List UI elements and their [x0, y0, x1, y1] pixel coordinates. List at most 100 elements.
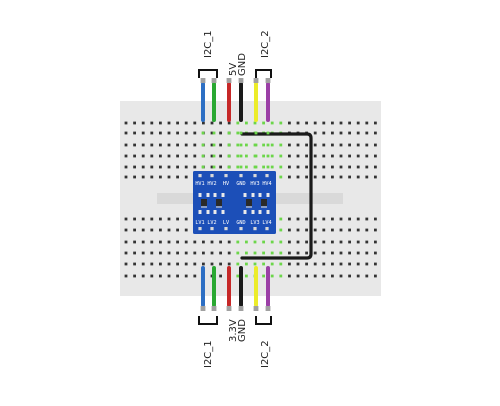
- hole: [141, 228, 145, 232]
- smd-part: [221, 193, 225, 197]
- hole: [219, 121, 222, 125]
- hole: [133, 251, 136, 255]
- active-hole: [279, 217, 283, 221]
- hole: [124, 240, 128, 244]
- hole: [141, 154, 145, 158]
- top-label-gnd: GND: [237, 53, 248, 76]
- chip-leg: [265, 206, 267, 208]
- hole: [288, 165, 291, 169]
- active-hole: [239, 154, 243, 158]
- hole: [210, 121, 214, 125]
- hole: [365, 154, 369, 158]
- lv-pin-label: GND: [236, 220, 245, 226]
- chip-leg: [248, 206, 250, 208]
- bottom-label-gnd: GND: [237, 319, 248, 342]
- active-hole: [279, 165, 283, 169]
- hole: [124, 131, 128, 135]
- smd-part: [243, 210, 247, 214]
- hv-pin-label: GND: [236, 181, 245, 187]
- hole: [356, 154, 360, 158]
- hole: [210, 131, 214, 135]
- hole: [348, 143, 351, 147]
- hole: [356, 262, 360, 266]
- hole: [322, 175, 326, 179]
- hole: [193, 251, 197, 255]
- hole: [374, 154, 377, 158]
- hole: [210, 165, 214, 169]
- hole: [339, 121, 343, 125]
- hole: [296, 251, 300, 255]
- active-hole: [279, 274, 283, 278]
- header-pin: [224, 174, 228, 178]
- hole: [331, 228, 334, 232]
- active-hole: [270, 165, 274, 169]
- hole: [313, 217, 317, 221]
- active-hole: [262, 240, 265, 244]
- hole: [227, 121, 231, 125]
- active-hole: [239, 131, 243, 135]
- hole: [288, 240, 291, 244]
- mosfet-chip: [261, 199, 267, 206]
- chip-leg: [218, 206, 220, 208]
- top-label-5v: 5V: [228, 63, 239, 76]
- hole: [184, 228, 188, 232]
- active-hole: [227, 165, 231, 169]
- header-pin: [253, 174, 257, 178]
- bottom-i2c2-bracket: [255, 316, 272, 325]
- hole: [356, 131, 360, 135]
- hole: [184, 175, 188, 179]
- hole: [339, 274, 343, 278]
- hole: [356, 217, 360, 221]
- hole: [305, 154, 308, 158]
- hole: [356, 121, 360, 125]
- hole: [150, 262, 154, 266]
- smd-part: [258, 193, 262, 197]
- hole: [322, 228, 326, 232]
- hole: [176, 251, 179, 255]
- active-hole: [253, 262, 257, 266]
- hole: [374, 143, 377, 147]
- hole: [133, 175, 136, 179]
- hole: [184, 262, 188, 266]
- active-hole: [245, 240, 248, 244]
- active-hole: [270, 251, 274, 255]
- lv-pin-label: LV4: [262, 220, 271, 226]
- active-hole: [201, 154, 205, 158]
- hole: [374, 274, 377, 278]
- hole: [210, 143, 214, 147]
- wire-tip: [238, 78, 244, 83]
- hole: [296, 143, 300, 147]
- hole: [288, 251, 291, 255]
- hole: [313, 228, 317, 232]
- hole: [159, 274, 162, 278]
- hole: [176, 131, 179, 135]
- active-hole: [266, 131, 270, 135]
- hole: [124, 251, 128, 255]
- hole: [150, 217, 154, 221]
- active-hole: [270, 240, 274, 244]
- hole: [184, 121, 188, 125]
- hole: [133, 121, 136, 125]
- hole: [374, 251, 377, 255]
- hole: [167, 121, 171, 125]
- active-hole: [254, 154, 258, 158]
- hole: [339, 228, 343, 232]
- bottom-label-3v3: 3.3V: [228, 319, 239, 342]
- hole: [296, 240, 300, 244]
- hole: [227, 262, 231, 266]
- hole: [374, 217, 377, 221]
- active-hole: [262, 121, 265, 125]
- hole: [374, 121, 377, 125]
- hole: [159, 121, 162, 125]
- wire-tip: [253, 306, 259, 311]
- active-hole: [236, 274, 240, 278]
- active-hole: [236, 143, 240, 147]
- active-hole: [212, 131, 216, 135]
- hole: [348, 251, 351, 255]
- mosfet-chip: [201, 199, 207, 206]
- smd-part: [198, 210, 202, 214]
- active-hole: [212, 154, 216, 158]
- hole: [167, 228, 171, 232]
- active-hole: [253, 251, 257, 255]
- hole: [184, 165, 188, 169]
